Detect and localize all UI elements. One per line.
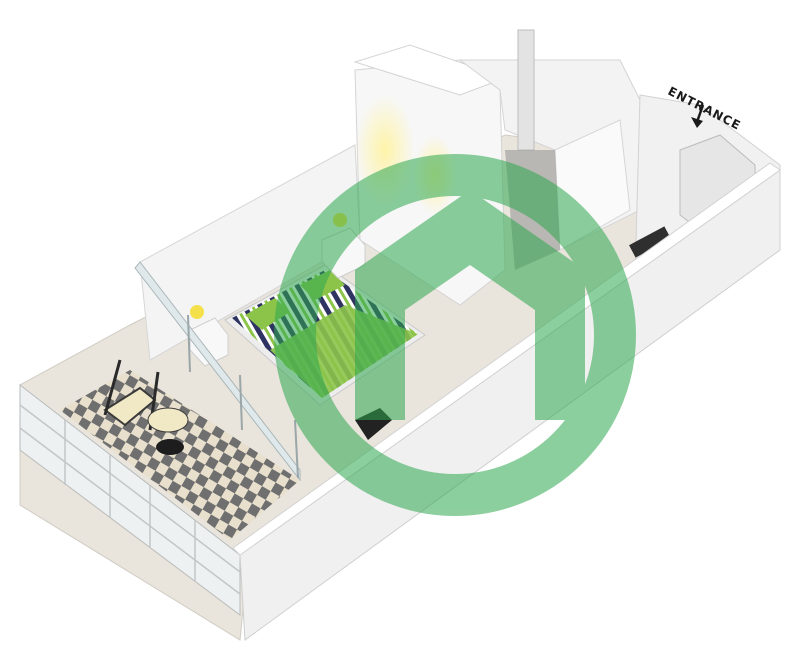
shower-column [517,29,535,151]
balcony-railing-grid [19,404,241,595]
balcony-table [147,407,189,433]
glass-partition [134,261,301,482]
balcony-table-base [156,439,184,455]
glass-mullion [294,419,299,479]
glass-mullion [239,374,243,431]
lamp [190,305,204,319]
glass-mullion [187,314,191,373]
cooktop [629,226,671,258]
arrow-down-icon [691,104,705,128]
balcony-chair-leg [103,359,122,416]
logo-watermark-icon [274,154,636,516]
